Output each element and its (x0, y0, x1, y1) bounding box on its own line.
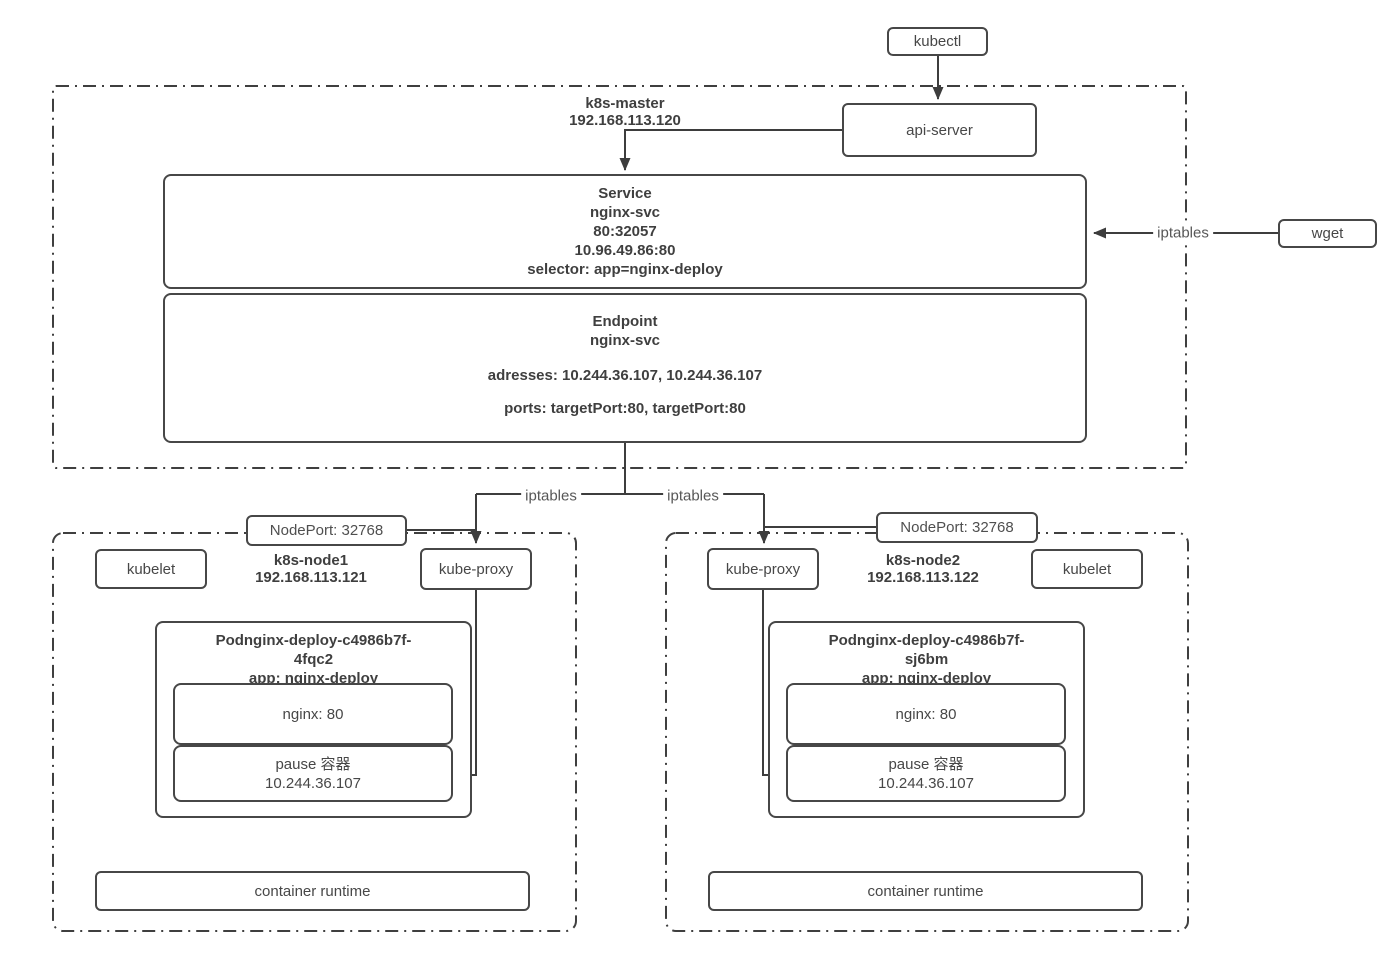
api-server-box: api-server (842, 103, 1037, 157)
kubelet-box-node2: kubelet (1031, 549, 1143, 589)
pod-app-label: app: nginx-deploy (861, 670, 992, 687)
iptables-label-node2: iptables (663, 487, 723, 505)
pod-app-label: app: nginx-deploy (248, 670, 379, 687)
service-box: Service nginx-svc 80:32057 10.96.49.86:8… (163, 174, 1087, 289)
endpoint-name: nginx-svc (589, 332, 661, 349)
api-server-label: api-server (906, 121, 973, 139)
container-runtime-box-node1: container runtime (95, 871, 530, 911)
service-selector: selector: app=nginx-deploy (527, 261, 723, 278)
kubectl-label: kubectl (913, 33, 962, 50)
pod-name: Podnginx-deploy-c4986b7f-4fqc2 (215, 632, 412, 668)
edge-apiserver-to-service (619, 129, 842, 171)
master-title: k8s-master 192.168.113.120 (500, 95, 750, 129)
kubelet-label: kubelet (126, 560, 176, 578)
nginx-container-label: nginx: 80 (282, 705, 344, 723)
node1-ip: 192.168.113.121 (255, 569, 367, 586)
kubelet-label: kubelet (1062, 560, 1112, 578)
pause-container-label: pause 容器 (888, 755, 964, 773)
kube-proxy-label: kube-proxy (725, 560, 801, 578)
container-runtime-box-node2: container runtime (708, 871, 1143, 911)
node1-title: k8s-node1 192.168.113.121 (211, 552, 411, 586)
nodeport-label: NodePort: 32768 (900, 519, 1014, 536)
pause-container-label: pause 容器 (275, 755, 351, 773)
endpoint-addresses: adresses: 10.244.36.107, 10.244.36.107 (487, 367, 763, 384)
node2-ip: 192.168.113.122 (867, 569, 979, 586)
endpoint-title: Endpoint (592, 313, 658, 330)
nginx-container-box-node1: nginx: 80 (173, 683, 453, 745)
endpoint-box: Endpoint nginx-svc adresses: 10.244.36.1… (163, 293, 1087, 443)
nodeport-box-node1: NodePort: 32768 (246, 515, 407, 546)
endpoint-ports: ports: targetPort:80, targetPort:80 (504, 400, 746, 417)
nodeport-box-node2: NodePort: 32768 (876, 512, 1038, 543)
nginx-container-box-node2: nginx: 80 (786, 683, 1066, 745)
container-runtime-label: container runtime (867, 882, 984, 900)
node2-title: k8s-node2 192.168.113.122 (823, 552, 1023, 586)
kube-proxy-label: kube-proxy (438, 560, 514, 578)
iptables-label-node1: iptables (521, 487, 581, 505)
node2-name: k8s-node2 (885, 552, 961, 569)
pod-name: Podnginx-deploy-c4986b7f-sj6bm (828, 632, 1025, 668)
nodeport-label: NodePort: 32768 (269, 522, 384, 539)
kube-proxy-box-node2: kube-proxy (707, 548, 819, 590)
pause-container-box-node2: pause 容器 10.244.36.107 (786, 745, 1066, 802)
wget-label: wget (1311, 225, 1344, 242)
service-port-mapping: 80:32057 (593, 223, 657, 240)
kubectl-box: kubectl (887, 27, 988, 56)
wget-box: wget (1278, 219, 1377, 248)
pause-container-ip: 10.244.36.107 (265, 774, 361, 792)
pause-container-box-node1: pause 容器 10.244.36.107 (173, 745, 453, 802)
service-name: nginx-svc (589, 204, 661, 221)
kube-proxy-box-node1: kube-proxy (420, 548, 532, 590)
nginx-container-label: nginx: 80 (895, 705, 957, 723)
master-name: k8s-master (585, 95, 665, 112)
node1-name: k8s-node1 (273, 552, 349, 569)
kubelet-box-node1: kubelet (95, 549, 207, 589)
iptables-label-wget: iptables (1153, 224, 1213, 242)
service-title: Service (598, 185, 652, 202)
master-ip: 192.168.113.120 (569, 112, 681, 129)
service-cluster-ip: 10.96.49.86:80 (574, 242, 676, 259)
container-runtime-label: container runtime (254, 882, 371, 900)
pause-container-ip: 10.244.36.107 (878, 774, 974, 792)
